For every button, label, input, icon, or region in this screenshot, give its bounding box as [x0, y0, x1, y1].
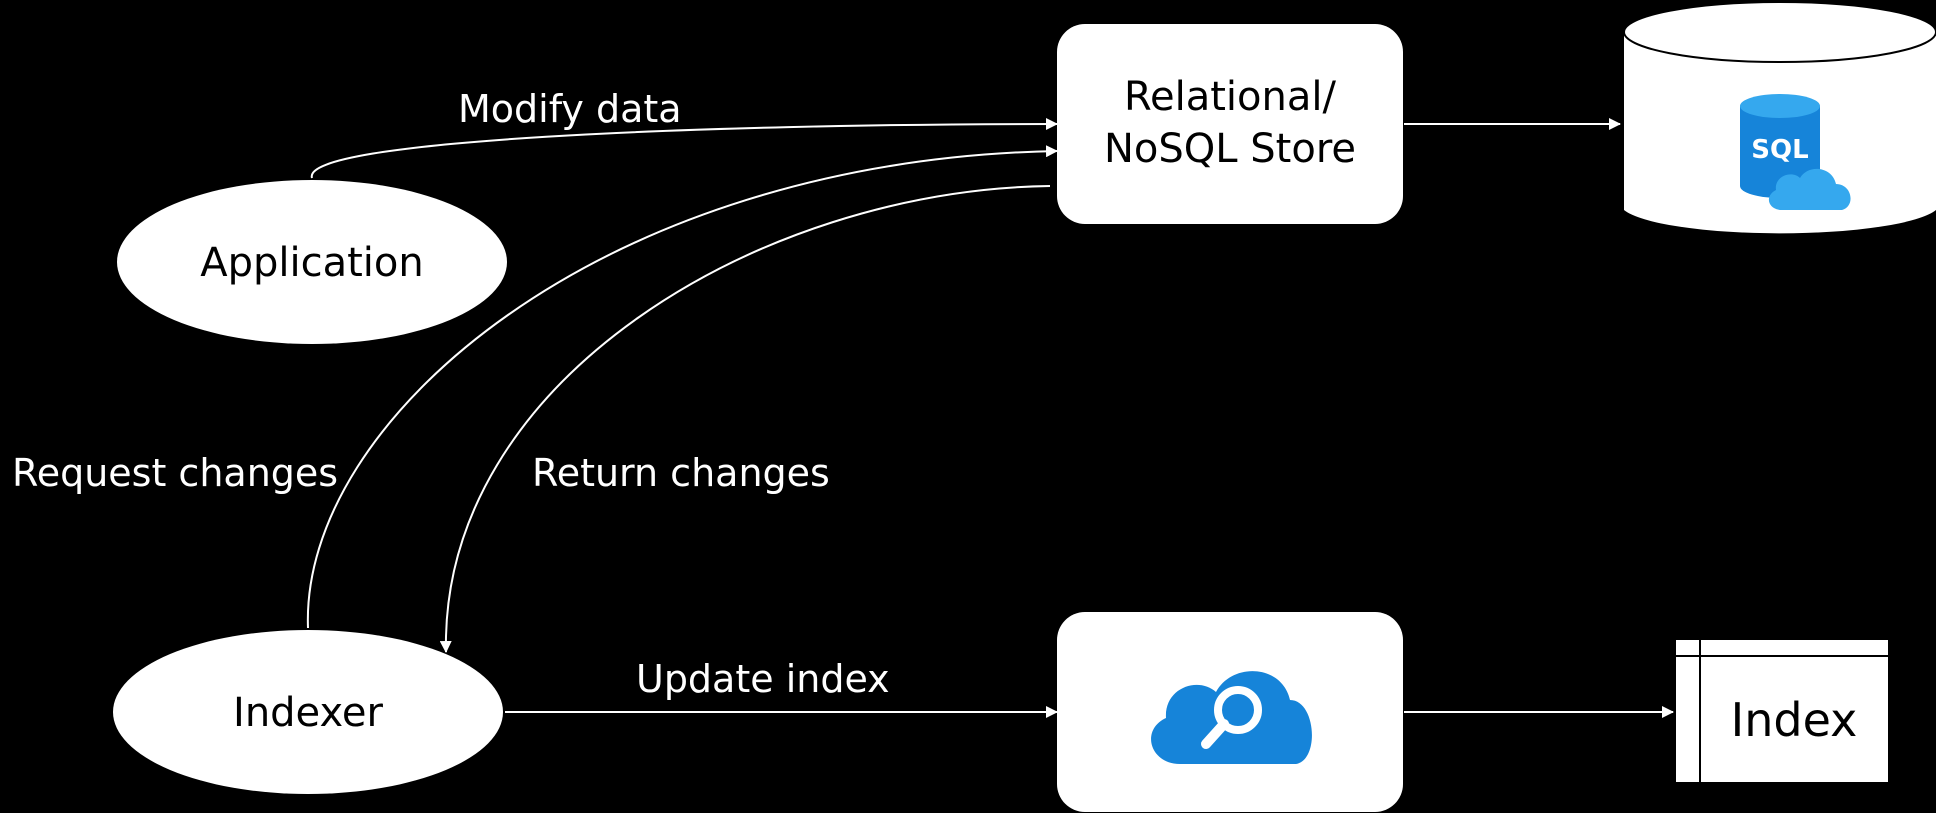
edge-modify-data: [310, 118, 1058, 179]
sql-database-cloud-icon: SQL: [1740, 94, 1851, 210]
label-update-index: Update index: [636, 657, 890, 701]
store-label-line1: Relational/: [1124, 74, 1336, 120]
edge-request-changes: [306, 145, 1058, 629]
store-label-line2: NoSQL Store: [1104, 126, 1356, 172]
index-node: Index: [1676, 640, 1888, 782]
application-label: Application: [200, 240, 424, 286]
cloud-search-icon: [1151, 671, 1312, 764]
application-node: Application: [117, 180, 507, 344]
edge-return-changes: [439, 185, 1051, 653]
indexer-node: Indexer: [113, 630, 503, 794]
label-modify-data: Modify data: [458, 87, 682, 131]
search-service-node: [1057, 612, 1403, 812]
indexer-label: Indexer: [233, 690, 383, 736]
sql-icon-text: SQL: [1751, 135, 1808, 165]
index-label: Index: [1731, 693, 1858, 747]
label-request-changes: Request changes: [12, 451, 338, 495]
label-return-changes: Return changes: [532, 451, 830, 495]
store-node: Relational/ NoSQL Store: [1057, 24, 1403, 224]
database-cylinder: SQL: [1623, 1, 1936, 234]
